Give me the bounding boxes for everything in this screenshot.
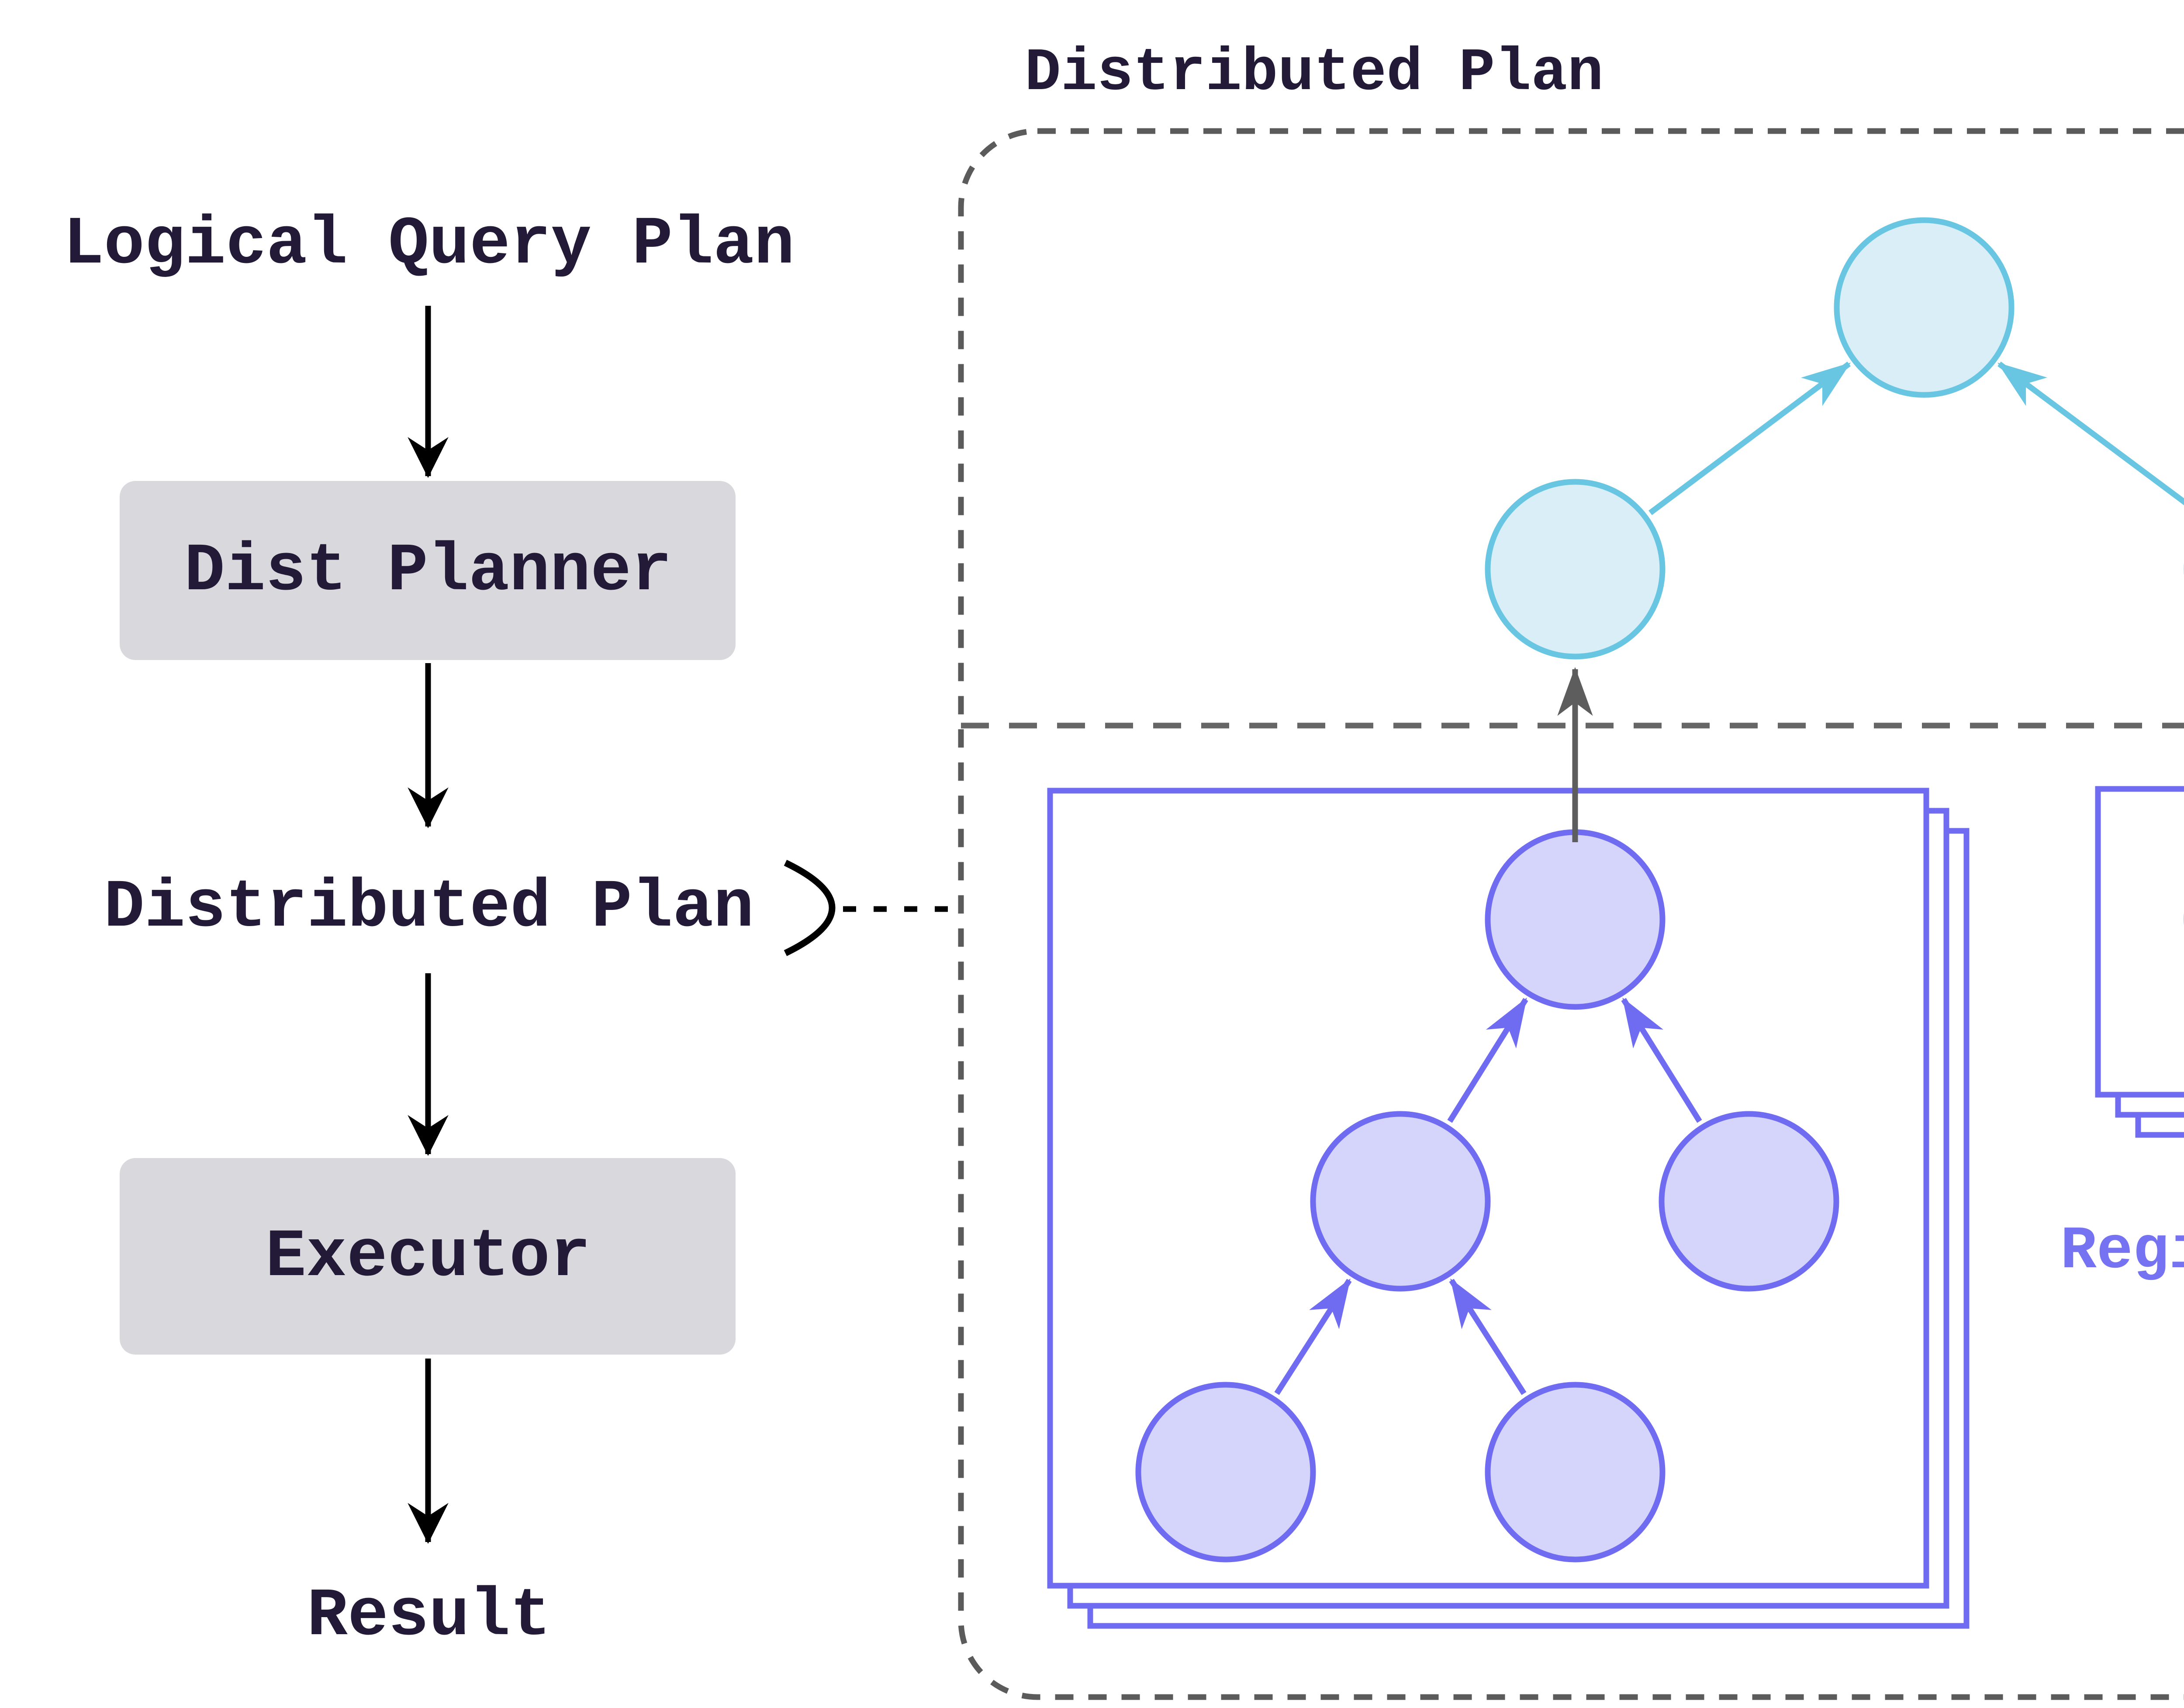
logical-query-plan-label: Logical Query Plan	[63, 206, 795, 283]
datanode-plan-node-root	[1485, 829, 1666, 1010]
region-card-front	[2095, 786, 2184, 1098]
dist-planner-label: Dist Planner	[184, 533, 672, 610]
frontend-plan-node-root	[1834, 217, 2015, 398]
dist-planner-box	[120, 481, 736, 660]
plan-edge-midleft-root	[1447, 997, 1528, 1123]
panel-dashed-border	[958, 128, 2184, 1700]
frontend-stage-tree	[1485, 217, 2184, 660]
brace-connector	[784, 860, 836, 956]
executor-label: Executor	[266, 1219, 591, 1296]
executor-box	[120, 1158, 736, 1355]
distributed-plan-label: Distributed Plan	[104, 869, 754, 946]
plan-edge-leafright-midleft	[1449, 1278, 1527, 1395]
frontend-plan-node-left	[1485, 479, 1666, 660]
plan-edge-leafleft-midleft	[1274, 1278, 1352, 1395]
panel-title: Distributed Plan	[1025, 39, 1603, 107]
plan-edge-midright-root	[1621, 997, 1702, 1123]
datanode-plan-node-leaf-left	[1135, 1382, 1316, 1563]
right-region-card-stack	[2095, 786, 2184, 1138]
datanode-plan-node-leaf-right	[1485, 1382, 1666, 1563]
result-label: Result	[307, 1578, 551, 1655]
left-flowchart: Logical Query Plan Dist Planner Distribu…	[63, 206, 959, 1655]
left-region-card-stack	[1047, 788, 1970, 1629]
plan-edge-frontleft-root	[1648, 361, 1851, 515]
regions-label: Regions	[2060, 1217, 2184, 1286]
datanode-plan-node-mid-right	[1659, 1111, 1839, 1292]
distributed-plan-panel: Distributed Plan Frontend Stage Datanode…	[958, 39, 2184, 1700]
datanode-plan-node-mid-left	[1310, 1111, 1491, 1292]
plan-edge-frontright-root	[1997, 361, 2184, 505]
